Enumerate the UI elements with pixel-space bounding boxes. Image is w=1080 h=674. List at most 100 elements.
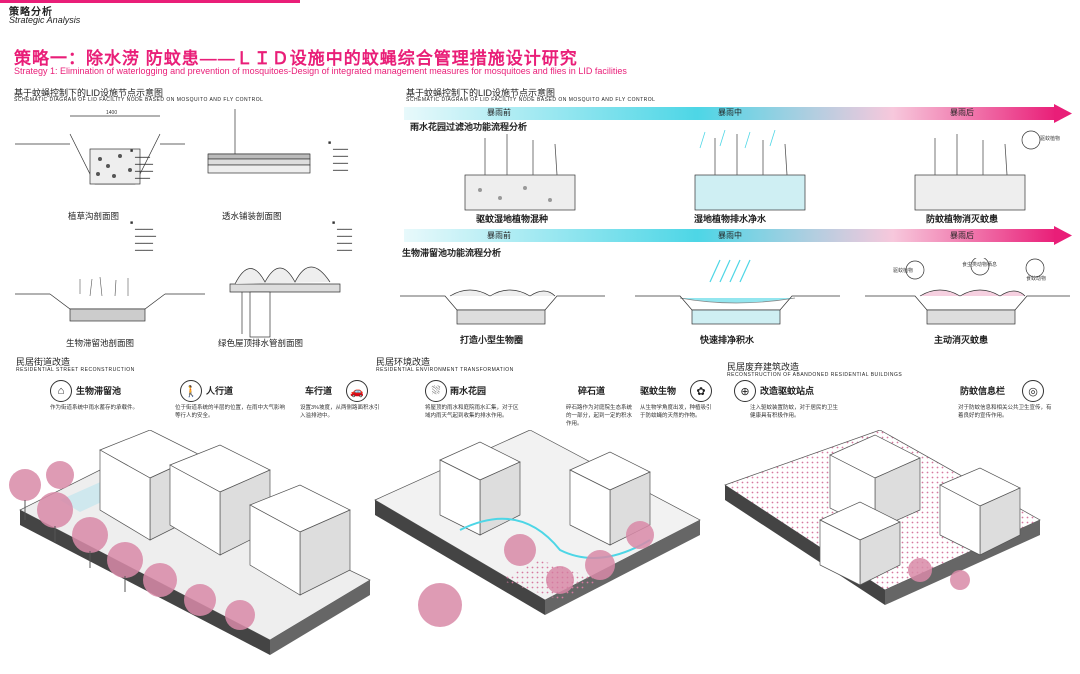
svg-text:━━━━━: ━━━━━ xyxy=(332,168,349,174)
stage-during-1: 暴雨中 xyxy=(718,108,742,117)
svg-text:━━━━━: ━━━━━ xyxy=(336,248,353,254)
flow-arrow-1 xyxy=(404,104,1072,123)
bottom-heading-3-en: RECONSTRUCTION OF ABANDONED RESIDENTIAL … xyxy=(727,372,903,378)
svg-text:━━━━━: ━━━━━ xyxy=(332,161,349,167)
bioretention-box-1 xyxy=(400,289,605,325)
stage-before-2: 暴雨前 xyxy=(487,231,511,240)
bottom-heading-2: 民居环境改造 xyxy=(376,357,431,367)
section-title: 策略分析 xyxy=(9,7,53,18)
bioretention-section xyxy=(15,293,205,322)
caption-swale: 植草沟剖面图 xyxy=(68,211,120,221)
street-axonometric xyxy=(9,430,371,655)
lid-section-drawings: 1400 ■ ━━━━━━━━━━━ ━━━━━━━━━━━ ■ ━━━━━━━… xyxy=(15,109,353,338)
svg-text:━━━━━━: ━━━━━━ xyxy=(134,169,154,175)
svg-text:━━━━━: ━━━━━ xyxy=(336,234,353,240)
svg-text:━━━━━: ━━━━━ xyxy=(332,154,349,160)
svg-text:■: ■ xyxy=(130,220,133,226)
main-title: 策略一：除水涝 防蚊患——ＬＩＤ设施中的蚊蝇综合管理措施设计研究 xyxy=(14,49,578,68)
anti-mosquito-plant-icon: ✿ xyxy=(690,380,712,402)
abandoned-building-axonometric xyxy=(724,430,1041,605)
svg-text:━━━━━━: ━━━━━━ xyxy=(134,241,154,247)
label-info-board: 防蚊信息栏 xyxy=(960,386,1006,396)
label-station: 改造驱蚊站点 xyxy=(760,386,815,396)
svg-text:━━━━━: ━━━━━ xyxy=(336,241,353,247)
label-rain-garden: 雨水花园 xyxy=(450,386,487,396)
tag-insect-habitat: 食虫类动物栖息 xyxy=(962,262,998,268)
station-icon: ⊕ xyxy=(734,380,756,402)
note-roadway: 设置3%坡度，从两侧路面积水引入溢排池中。 xyxy=(300,405,380,419)
stage-after-1: 暴雨后 xyxy=(950,108,974,117)
row2-caption-2: 快速排净积水 xyxy=(700,335,755,345)
svg-text:━━━━━━: ━━━━━━ xyxy=(134,248,154,254)
car-icon: 🚗 xyxy=(346,380,368,402)
pedestrian-icon: 🚶 xyxy=(180,380,202,402)
svg-text:━━━━━: ━━━━━ xyxy=(134,155,151,161)
right-heading-en: SCHEMATIC DIAGRAM OF LID FACILITY NODE B… xyxy=(406,97,656,103)
note-info-board: 对于防蚊信息和相关公共卫生宣传，有着良好的宣传作用。 xyxy=(958,405,1052,419)
bottom-heading-1-en: RESIDENTIAL STREET RECONSTRUCTION xyxy=(16,367,135,373)
row1-caption-3: 防蚊植物消灭蚊患 xyxy=(926,214,999,224)
rain-garden-box-2 xyxy=(694,130,806,211)
label-retention-pool: 生物滞留池 xyxy=(76,386,122,396)
svg-text:■: ■ xyxy=(328,140,331,146)
retention-pool-icon: ⌂ xyxy=(50,380,72,402)
svg-text:━━━━━: ━━━━━ xyxy=(332,147,349,153)
note-gravel-path: 碎石路作为对庭院生态系统的一部分，起到一定的积水作用。 xyxy=(566,405,633,427)
rain-garden-box-3 xyxy=(914,130,1041,211)
stage-during-2: 暴雨中 xyxy=(718,231,742,240)
row2-caption-3: 主动消灭蚊患 xyxy=(934,335,989,345)
bioretention-diagrams xyxy=(400,258,1070,325)
row1-title: 雨水花园过滤池功能流程分析 xyxy=(410,122,528,132)
row1-caption-1: 驱蚊湿地植物混种 xyxy=(476,214,549,224)
svg-text:━━━━━━━: ━━━━━━━ xyxy=(134,234,157,240)
row1-caption-2: 湿地植物排水净水 xyxy=(694,214,767,224)
label-anti-mosquito-plant: 驱蚊生物 xyxy=(640,386,677,396)
swale-section xyxy=(15,115,185,185)
bioretention-box-3 xyxy=(865,258,1070,325)
note-station: 注入驱蚊装置防蚊，对于居民的卫生健康具有积极作用。 xyxy=(750,405,839,419)
row2-title: 生物滞留池功能流程分析 xyxy=(402,248,502,258)
bottom-heading-3: 民居废弃建筑改造 xyxy=(727,362,800,372)
svg-text:━━━━━━: ━━━━━━ xyxy=(134,227,154,233)
tag-mosquito-eater: 食蚊动物 xyxy=(1026,276,1047,282)
bioretention-box-2 xyxy=(635,259,840,325)
dimension-label: 1400 xyxy=(106,110,117,116)
section-title-en: Strategic Analysis xyxy=(9,15,81,25)
caption-paving: 透水铺装剖面图 xyxy=(222,211,282,221)
rain-garden-icon: ⛆ xyxy=(425,380,447,402)
label-gravel-path: 碎石道 xyxy=(578,386,606,396)
left-heading-en: SCHEMATIC DIAGRAM OF LID FACILITY NODE B… xyxy=(14,97,264,103)
accent-stripe xyxy=(0,0,300,3)
stage-after-2: 暴雨后 xyxy=(950,231,974,240)
caption-green-roof: 绿色屋顶排水管剖面图 xyxy=(218,338,304,348)
row2-caption-1: 打造小型生物圈 xyxy=(460,335,524,345)
tag-repellent: 驱蚊植物 xyxy=(893,268,914,274)
note-pedestrian: 位于街道系统的半层的位置，在雨中大气影响等行人的安全。 xyxy=(175,405,286,419)
svg-text:━━━━━: ━━━━━ xyxy=(336,227,353,233)
left-heading: 基于蚊蝇控制下的LID设施节点示意图 xyxy=(14,88,164,98)
flow-arrow-2 xyxy=(404,226,1072,245)
bottom-heading-2-en: RESIDENTIAL ENVIRONMENT TRANSFORMATION xyxy=(376,367,514,373)
caption-bioretention: 生物滞留池剖面图 xyxy=(66,338,135,348)
svg-text:━━━━━: ━━━━━ xyxy=(134,176,151,182)
note-retention-pool: 作为街道系统中雨水蓄存的承载件。 xyxy=(50,405,139,411)
label-pedestrian: 人行道 xyxy=(206,386,234,396)
info-board-icon: ◎ xyxy=(1022,380,1044,402)
note-anti-mosquito-plant: 从生物学角度出发，种植吸引于防蚊蝇的天然的作物。 xyxy=(640,405,712,419)
stage-before-1: 暴雨前 xyxy=(487,108,511,117)
top-bar: 策略分析 Strategic Analysis xyxy=(0,0,1080,30)
bottom-heading-1: 民居街道改造 xyxy=(16,357,71,367)
svg-text:━━━━━━: ━━━━━━ xyxy=(134,162,154,168)
note-rain-garden: 将屋顶的雨水和庭院雨水汇集，对于区域内雨天气起到收集的排水作用。 xyxy=(425,405,519,419)
axonometric-views xyxy=(9,430,1041,655)
green-roof-section xyxy=(229,266,341,338)
svg-text:■: ■ xyxy=(332,220,335,226)
right-heading: 基于蚊蝇控制下的LID设施节点示意图 xyxy=(406,88,556,98)
environment-axonometric xyxy=(374,430,701,627)
label-roadway: 车行道 xyxy=(305,386,333,396)
repellent-plant-tag: 驱蚊植物 xyxy=(1040,136,1061,142)
svg-text:■: ■ xyxy=(130,148,133,154)
main-subtitle: Strategy 1: Elimination of waterlogging … xyxy=(14,66,627,76)
rain-garden-box-1 xyxy=(464,134,576,211)
rain-garden-diagrams xyxy=(464,130,1041,211)
